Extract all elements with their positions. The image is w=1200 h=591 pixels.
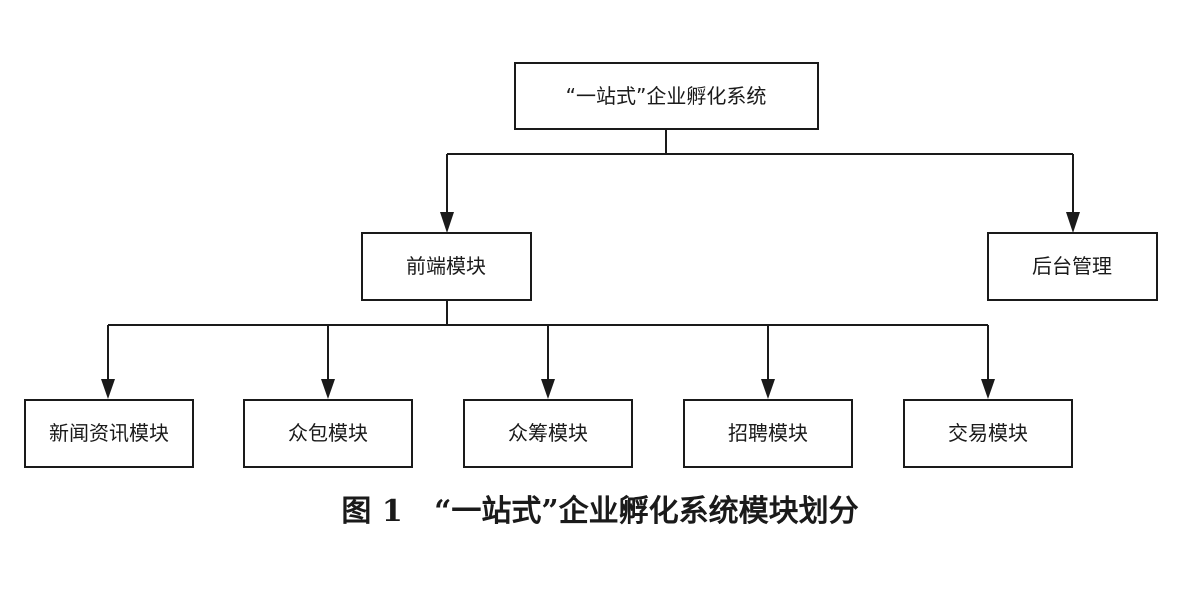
arrow-to-backend — [1066, 212, 1080, 233]
frontend-connectors — [101, 300, 995, 399]
figure-caption: 图 1 “一站式”企业孵化系统模块划分 — [0, 486, 1200, 530]
arrow-to-crowdfunding-module — [541, 379, 555, 399]
root-connectors — [440, 129, 1080, 233]
figure-number: 图 1 — [341, 494, 403, 529]
arrow-to-frontend — [440, 212, 454, 233]
arrow-to-crowdsourcing-module — [321, 379, 335, 399]
backend-node-label: 后台管理 — [1032, 254, 1112, 278]
news-module-label: 新闻资讯模块 — [49, 421, 169, 445]
frontend-node: 前端模块 — [361, 232, 532, 301]
root-node-label: “一站式”企业孵化系统 — [566, 84, 767, 108]
arrow-to-news-module — [101, 379, 115, 399]
crowdfunding-module-node: 众筹模块 — [463, 399, 633, 468]
crowdfunding-module-label: 众筹模块 — [508, 421, 588, 445]
arrow-to-trading-module — [981, 379, 995, 399]
trading-module-label: 交易模块 — [948, 421, 1028, 445]
arrow-to-recruitment-module — [761, 379, 775, 399]
root-node: “一站式”企业孵化系统 — [514, 62, 819, 130]
figure-title: “一站式”企业孵化系统模块划分 — [434, 494, 859, 529]
crowdsourcing-module-label: 众包模块 — [288, 421, 368, 445]
recruitment-module-label: 招聘模块 — [728, 421, 808, 445]
recruitment-module-node: 招聘模块 — [683, 399, 853, 468]
trading-module-node: 交易模块 — [903, 399, 1073, 468]
news-module-node: 新闻资讯模块 — [24, 399, 194, 468]
crowdsourcing-module-node: 众包模块 — [243, 399, 413, 468]
frontend-node-label: 前端模块 — [406, 254, 486, 278]
backend-node: 后台管理 — [987, 232, 1158, 301]
